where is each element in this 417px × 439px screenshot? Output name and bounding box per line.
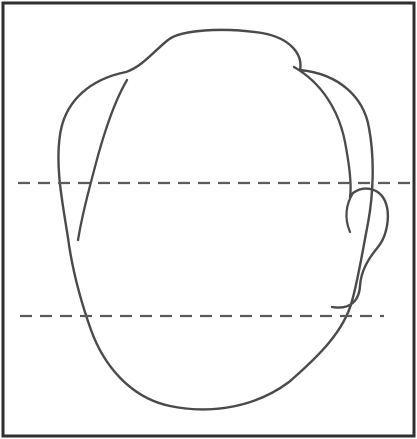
left-inner-contour	[78, 80, 127, 240]
head-outline	[58, 30, 372, 410]
inner-ear-line	[346, 193, 353, 232]
right-inner-contour	[294, 67, 351, 197]
ear-outline	[332, 189, 388, 308]
